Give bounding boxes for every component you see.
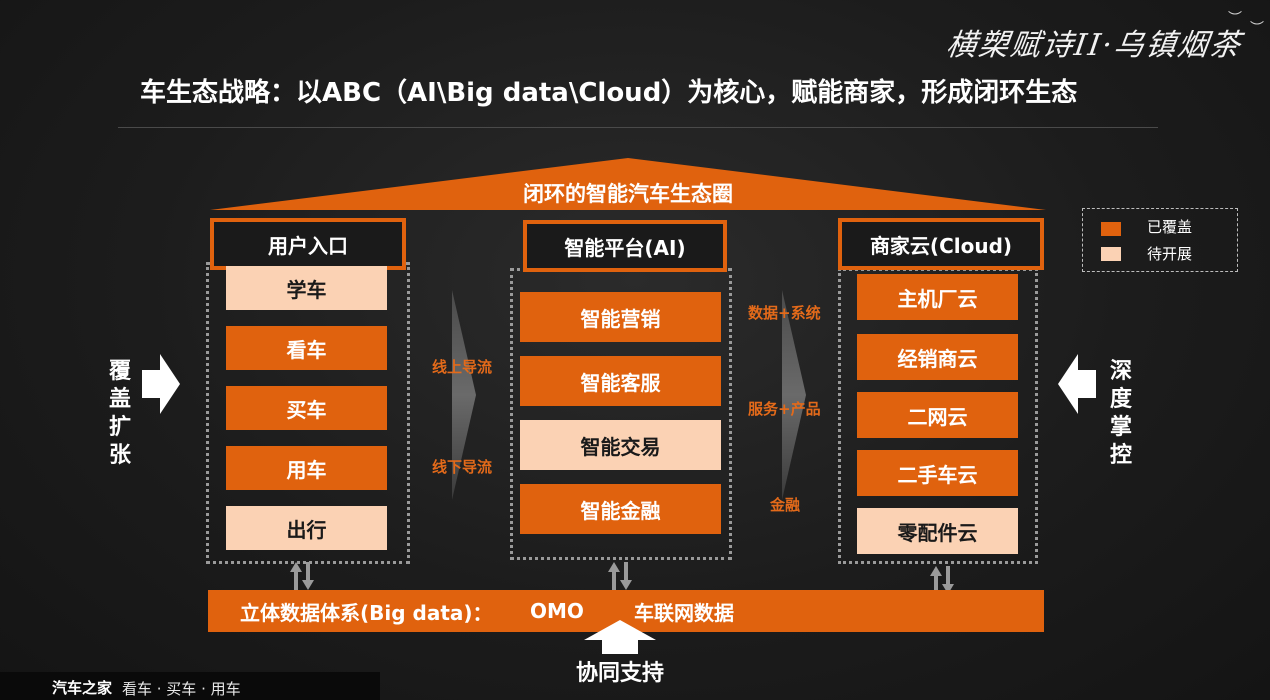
left-side-char: 张 — [108, 443, 131, 468]
merchant-cloud-head: 商家云(Cloud) — [838, 218, 1044, 270]
bird-icon: ︶ — [1250, 21, 1264, 37]
flow-finance: 金融 — [770, 496, 801, 514]
brand-logo: 横槊赋诗II·乌镇烟茶 — [943, 28, 1244, 63]
cloud-item-parts: 零配件云 — [857, 508, 1018, 554]
updown-arrow-icon — [930, 566, 954, 594]
user-item-travel: 出行 — [226, 506, 387, 550]
left-side-char: 盖 — [108, 387, 131, 412]
flow-online: 线上导流 — [432, 358, 493, 376]
footer-brand: 汽车之家 — [52, 679, 113, 697]
flow-offline: 线下导流 — [432, 458, 493, 476]
right-side-char: 度 — [1109, 387, 1132, 412]
updown-arrow-icon — [290, 562, 314, 590]
roof-label: 闭环的智能汽车生态圈 — [523, 182, 733, 206]
ai-item-trade: 智能交易 — [520, 420, 721, 470]
ai-item-service: 智能客服 — [520, 356, 721, 406]
ai-item-marketing: 智能营销 — [520, 292, 721, 342]
legend: 已覆盖 待开展 — [1082, 208, 1238, 272]
legend-label-covered: 已覆盖 — [1147, 218, 1193, 236]
cloud-item-secondary: 二网云 — [857, 392, 1018, 438]
ai-platform-head: 智能平台(AI) — [523, 220, 727, 272]
flow-service-product: 服务+产品 — [748, 400, 821, 418]
cloud-item-oem: 主机厂云 — [857, 274, 1018, 320]
iov-label: 车联网数据 — [634, 600, 734, 625]
flow-data-system: 数据+系统 — [748, 304, 821, 322]
left-side-label: 覆 盖 扩 张 — [107, 358, 133, 470]
title-divider — [118, 127, 1158, 128]
user-item-learn: 学车 — [226, 266, 387, 310]
legend-swatch-covered — [1101, 222, 1121, 236]
right-side-char: 掌 — [1109, 415, 1132, 440]
left-arrow-icon — [1058, 354, 1096, 414]
right-side-char: 控 — [1109, 443, 1132, 468]
right-side-char: 深 — [1109, 359, 1132, 384]
omo-label: OMO — [530, 599, 584, 623]
cloud-item-usedcar: 二手车云 — [857, 450, 1018, 496]
cloud-item-dealer: 经销商云 — [857, 334, 1018, 380]
user-item-use: 用车 — [226, 446, 387, 490]
support-label: 协同支持 — [575, 661, 664, 686]
updown-arrow-icon — [608, 562, 632, 590]
page-title: 车生态战略：以ABC（AI\Big data\Cloud）为核心，赋能商家，形成… — [140, 78, 1078, 108]
flow-arrow-left — [452, 290, 476, 500]
legend-label-pending: 待开展 — [1147, 245, 1193, 263]
footer-band — [0, 672, 380, 700]
right-arrow-icon — [142, 354, 180, 414]
footer-tagline: 看车 · 买车 · 用车 — [122, 680, 241, 698]
flow-arrow-right — [782, 290, 806, 500]
ai-item-finance: 智能金融 — [520, 484, 721, 534]
user-item-view: 看车 — [226, 326, 387, 370]
up-arrow-icon — [584, 620, 656, 654]
left-side-char: 扩 — [108, 415, 131, 440]
user-entry-head: 用户入口 — [210, 218, 406, 270]
bird-icon: ︶ — [1228, 11, 1242, 27]
roof-triangle — [210, 158, 1046, 210]
right-side-label: 深 度 掌 控 — [1108, 358, 1134, 470]
left-side-char: 覆 — [108, 359, 131, 384]
legend-swatch-pending — [1101, 247, 1121, 261]
user-item-buy: 买车 — [226, 386, 387, 430]
big-data-label: 立体数据体系(Big data)： — [240, 600, 493, 625]
